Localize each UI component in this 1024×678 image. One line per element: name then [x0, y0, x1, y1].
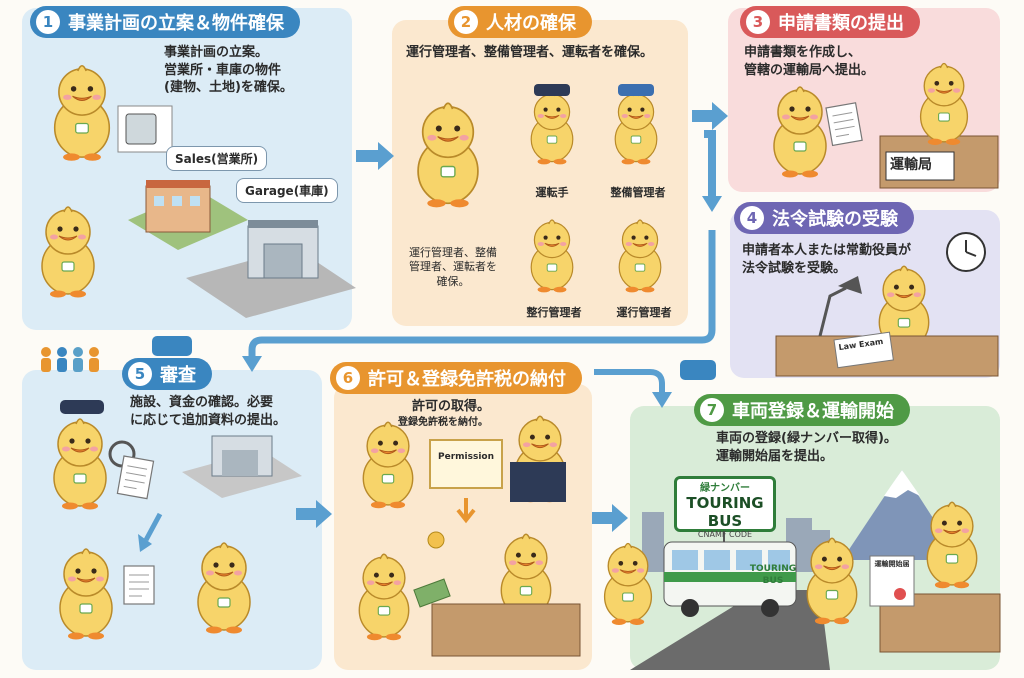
step-6-description: 許可の取得。 — [412, 399, 491, 414]
step-7-header: 7 車両登録＆運輸開始 — [694, 394, 910, 426]
arrow-6-top-to-7 — [594, 369, 665, 396]
arrow-5-to-6 — [296, 500, 332, 528]
step-2-header: 2 人材の確保 — [448, 6, 592, 38]
step-6-title: 許可＆登録免許税の納付 — [368, 369, 566, 390]
arrow-6-to-7 — [592, 504, 628, 532]
step-1-header: 1 事業計画の立案＆物件確保 — [30, 6, 300, 38]
step-6-header: 6 許可＆登録免許税の納付 — [330, 362, 582, 394]
garage-label: Garage(車庫) — [236, 178, 338, 203]
arrow-1-to-2 — [356, 142, 394, 170]
arrow-5-inner — [143, 512, 163, 542]
maintenance-manager-label: 整備管理者 — [610, 186, 666, 199]
operation-manager-label: 運行管理者 — [616, 306, 672, 319]
touring-bus-sign: 緑ナンバー TOURING BUS CNAMF CODE — [674, 476, 776, 539]
arrow-2-to-3 — [692, 102, 728, 130]
touring-bus-sign-title: TOURING BUS — [686, 494, 764, 530]
step-2-note: 運行管理者、整備 管理者、運転者を 確保。 — [409, 246, 497, 288]
step-5-title: 審査 — [160, 365, 196, 386]
step-3-description: 申請書類を作成し、 管轄の運輸局へ提出。 — [744, 45, 875, 78]
step-2-title: 人材の確保 — [486, 13, 576, 34]
transport-bureau-sign: 運輸局 — [890, 157, 932, 173]
step-6-description-2: 登録免許税を納付。 — [398, 417, 488, 428]
step-6-number: 6 — [336, 366, 360, 390]
step-4-header: 4 法令試験の受験 — [734, 202, 914, 234]
driver-label: 運転手 — [535, 186, 569, 199]
maintenance-manager-label-2: 整行管理者 — [526, 306, 582, 319]
step-7-description: 車両の登録(緑ナンバー取得)。 運輸開始届を提出。 — [716, 431, 897, 464]
step-2-description: 運行管理者、整備管理者、運転者を確保。 — [406, 45, 654, 60]
sales-office-label: Sales(営業所) — [166, 146, 268, 171]
step-5-number: 5 — [128, 362, 152, 386]
permission-certificate: Permission — [438, 452, 494, 462]
step-4-number: 4 — [740, 206, 764, 230]
bus-side-label: TOURING BUS — [749, 564, 797, 586]
step-7-number: 7 — [700, 398, 724, 422]
step-7-title: 車両登録＆運輸開始 — [732, 401, 894, 422]
step-5-description: 施設、資金の確認。必要 に応じて追加資料の提出。 — [130, 395, 287, 428]
step-4-description: 申請者本人または常勤役員が 法令試験を受験。 — [742, 243, 912, 276]
step-1-description: 事業計画の立案。 営業所・車庫の物件 (建物、土地)を確保。 — [164, 45, 293, 96]
arrow-4-to-5 — [248, 230, 716, 360]
step-4-title: 法令試験の受験 — [772, 209, 898, 230]
sign-code: CNAMF CODE — [697, 530, 753, 539]
step-3-number: 3 — [746, 10, 770, 34]
arrow-3-to-4 — [702, 130, 722, 212]
step-2-number: 2 — [454, 10, 478, 34]
step-1-title: 事業計画の立案＆物件確保 — [68, 13, 284, 34]
step-3-title: 申請書類の提出 — [778, 13, 904, 34]
step-3-header: 3 申請書類の提出 — [740, 6, 920, 38]
step-1-number: 1 — [36, 10, 60, 34]
start-notice-doc: 運輸開始届 — [874, 560, 910, 568]
green-plate-label: 緑ナンバー — [700, 483, 750, 494]
step-5-header: 5 審査 — [122, 358, 212, 390]
